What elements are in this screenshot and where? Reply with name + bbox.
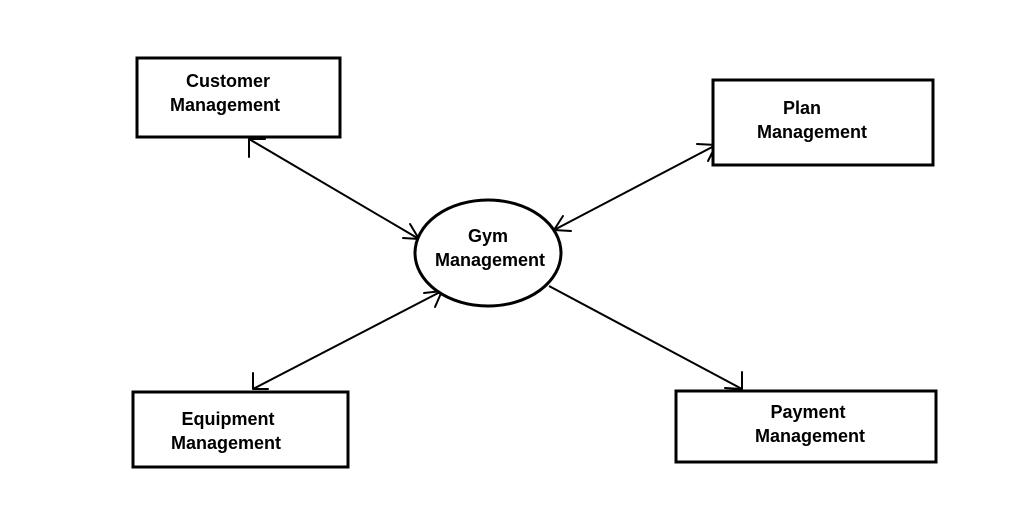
payment-label-line2: Management xyxy=(755,426,865,446)
edge-center-payment xyxy=(548,285,743,390)
center-ellipse xyxy=(413,198,563,308)
center-label-line1: Gym xyxy=(468,226,508,246)
edge-plan-center xyxy=(553,144,717,231)
customer-label-line2: Management xyxy=(170,95,280,115)
payment-node: Payment Management xyxy=(674,389,938,464)
arrowhead-payment xyxy=(724,371,743,390)
plan-box xyxy=(711,78,935,167)
customer-box xyxy=(135,56,342,139)
customer-node: Customer Management xyxy=(135,56,342,139)
payment-box xyxy=(674,389,938,464)
customer-label-line1: Customer xyxy=(186,71,270,91)
center-label-line2: Management xyxy=(435,250,545,270)
center-node: Gym Management xyxy=(413,198,563,308)
plan-node: Plan Management xyxy=(711,78,935,167)
plan-label-line1: Plan xyxy=(783,98,821,118)
plan-label-line2: Management xyxy=(757,122,867,142)
edge-equipment-center xyxy=(252,290,443,390)
edges xyxy=(248,138,743,390)
edge-customer-center xyxy=(248,138,420,240)
equipment-label-line2: Management xyxy=(171,433,281,453)
equipment-node: Equipment Management xyxy=(131,390,350,469)
equipment-label-line1: Equipment xyxy=(182,409,275,429)
arrowhead-customer xyxy=(248,138,266,158)
arrowhead-equipment xyxy=(252,372,269,390)
payment-label-line1: Payment xyxy=(770,402,845,422)
equipment-box xyxy=(131,390,350,469)
